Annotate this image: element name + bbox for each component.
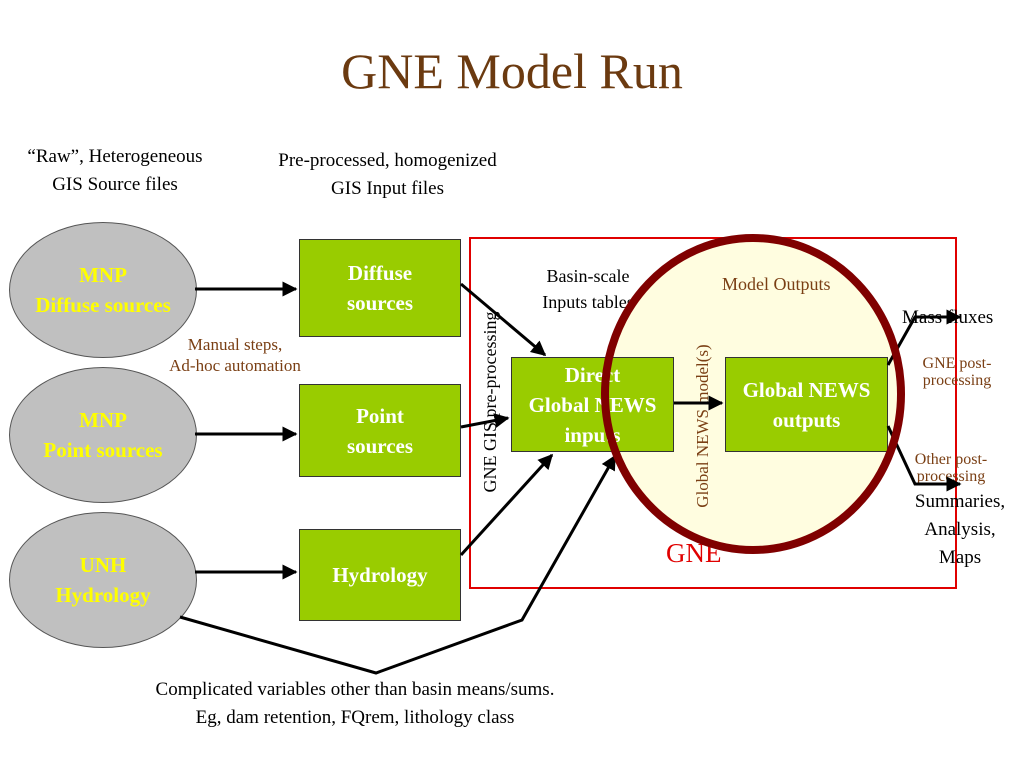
arrow-point-to-direct xyxy=(460,413,510,429)
raw-caption-line1: “Raw”, Heterogeneous xyxy=(27,146,203,167)
arrow-hydrology-to-direct xyxy=(459,453,554,557)
manual-steps-line1: Manual steps, xyxy=(187,335,283,354)
raw-caption-line2: GIS Source files xyxy=(52,174,178,195)
basin-scale-label: Basin-scale Inputs tables xyxy=(520,263,656,315)
pre-caption-line1: Pre-processed, homogenized xyxy=(278,150,497,171)
arrow-summaries xyxy=(886,425,962,492)
source-mnp-point-line2: Point sources xyxy=(43,438,163,462)
input-diffuse-line1: Diffuse xyxy=(347,261,413,285)
source-mnp-diffuse: MNP Diffuse sources xyxy=(9,222,197,358)
direct-line2: Global NEWS xyxy=(528,392,657,417)
source-unh-line1: UNH xyxy=(79,553,127,577)
gne-post-processing-label: GNE post- processing xyxy=(904,355,1010,389)
arrow-diffuse-to-direct xyxy=(460,282,547,357)
bottom-caption-line2: Eg, dam retention, FQrem, lithology clas… xyxy=(195,707,515,728)
source-unh-hydrology: UNH Hydrology xyxy=(9,512,197,648)
basin-line1: Basin-scale xyxy=(546,266,630,286)
outputs-line1: Global NEWS xyxy=(742,377,871,402)
input-diffuse-sources: Diffuse sources xyxy=(299,239,461,337)
manual-steps-note: Manual steps, Ad-hoc automation xyxy=(150,334,320,376)
source-mnp-point-line1: MNP xyxy=(79,408,127,432)
source-mnp-diffuse-line2: Diffuse sources xyxy=(35,293,171,317)
summaries-line3: Maps xyxy=(938,547,982,568)
input-diffuse-line2: sources xyxy=(346,291,414,315)
other-post-line1: Other post- xyxy=(914,451,988,468)
model-circle xyxy=(601,234,905,554)
summaries-label: Summaries, Analysis, Maps xyxy=(900,488,1020,572)
input-point-line1: Point xyxy=(356,403,404,428)
global-news-outputs: Global NEWS outputs xyxy=(725,357,888,452)
bottom-caption: Complicated variables other than basin m… xyxy=(90,676,620,732)
gne-post-line2: processing xyxy=(922,372,992,389)
raw-files-caption: “Raw”, Heterogeneous GIS Source files xyxy=(0,143,230,199)
source-unh-line2: Hydrology xyxy=(55,583,151,607)
bottom-caption-line1: Complicated variables other than basin m… xyxy=(155,679,555,700)
page-title: GNE Model Run xyxy=(341,43,683,99)
arrow-complicated-variables xyxy=(179,454,617,675)
summaries-line2: Analysis, xyxy=(924,519,996,540)
input-point-line2: sources xyxy=(346,433,414,458)
preprocessed-files-caption: Pre-processed, homogenized GIS Input fil… xyxy=(245,147,530,203)
input-point-sources: Point sources xyxy=(299,384,461,477)
basin-line2: Inputs tables xyxy=(542,292,634,312)
input-hydrology: Hydrology xyxy=(299,529,461,621)
model-outputs-label: Model Outputs xyxy=(722,274,831,294)
pre-caption-line2: GIS Input files xyxy=(331,178,444,199)
source-mnp-diffuse-line1: MNP xyxy=(79,263,127,287)
source-mnp-point: MNP Point sources xyxy=(9,367,197,503)
manual-steps-line2: Ad-hoc automation xyxy=(169,356,301,375)
summaries-line1: Summaries, xyxy=(914,491,1006,512)
gne-post-line1: GNE post- xyxy=(922,355,992,372)
outputs-line2: outputs xyxy=(772,407,841,432)
gne-frame xyxy=(469,237,957,589)
input-hydrology-line1: Hydrology xyxy=(332,563,428,587)
